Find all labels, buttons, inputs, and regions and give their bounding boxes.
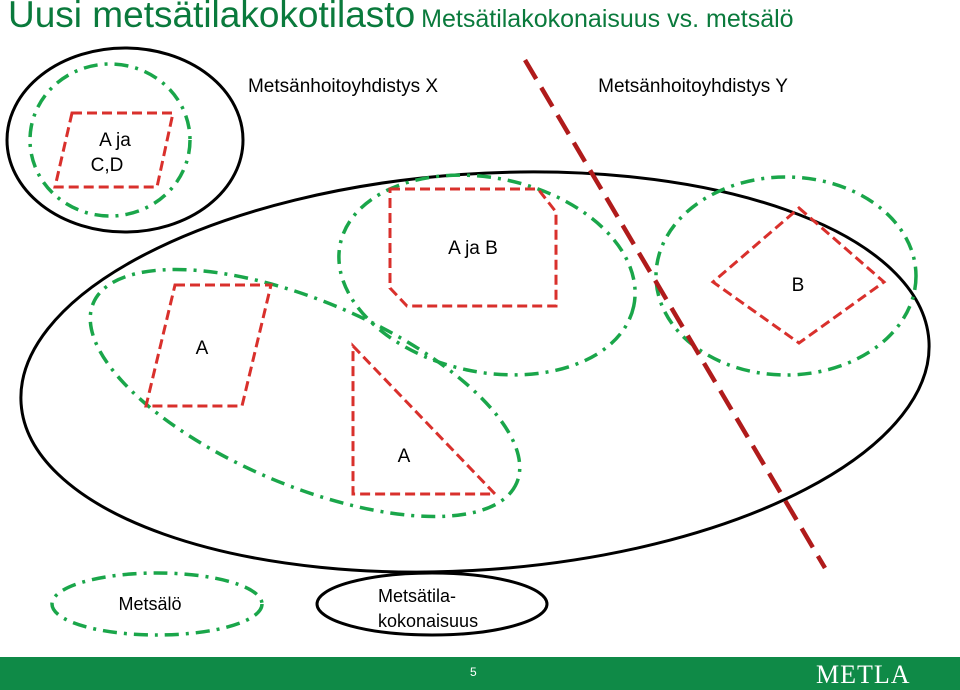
parcel-triangle xyxy=(351,342,499,496)
legend-metsalo-label: Metsälö xyxy=(118,594,181,614)
parcel-center-octagon xyxy=(388,187,558,308)
metsalo-ellipse-lower-left xyxy=(88,267,522,519)
legend-kokonaisuus-line2: kokonaisuus xyxy=(378,611,478,631)
metla-logo: METLA xyxy=(816,660,911,689)
label-parcel-a-left: A xyxy=(196,338,209,359)
title-main: Uusi metsätilakokotilasto xyxy=(8,0,416,35)
label-association-x: Metsänhoitoyhdistys X xyxy=(248,76,438,97)
label-parcel-b: B xyxy=(792,275,805,296)
legend-kokonaisuus-shape xyxy=(315,571,549,637)
label-parcel-ab: A ja B xyxy=(448,238,498,259)
parcel-right-diamond xyxy=(710,206,887,345)
kokonaisuus-ellipse-main xyxy=(19,170,931,574)
title-sub: Metsätilakokonaisuus vs. metsälö xyxy=(421,5,794,33)
label-parcel-a-triangle: A xyxy=(398,446,411,467)
parcel-left xyxy=(144,283,273,408)
metsalo-ellipse-center xyxy=(337,173,637,377)
label-parcel-acd-line1: A ja xyxy=(99,130,131,151)
legend-metsalo-shape xyxy=(50,571,264,637)
legend-kokonaisuus-line1: Metsätila- xyxy=(378,586,456,606)
diagram-canvas: Metsänhoitoyhdistys X Metsänhoitoyhdisty… xyxy=(5,46,931,637)
label-parcel-acd-line2: C,D xyxy=(91,155,124,176)
metsalo-ellipse-top-left xyxy=(28,62,192,218)
parcel-top-left xyxy=(53,111,175,189)
footer-bar: 5 METLA xyxy=(0,657,960,690)
kokonaisuus-ellipse-top-left xyxy=(5,46,245,234)
label-association-y: Metsänhoitoyhdistys Y xyxy=(598,76,788,97)
association-boundary-line xyxy=(523,58,827,570)
metsalo-ellipse-right xyxy=(654,175,918,377)
page-number: 5 xyxy=(470,665,477,679)
